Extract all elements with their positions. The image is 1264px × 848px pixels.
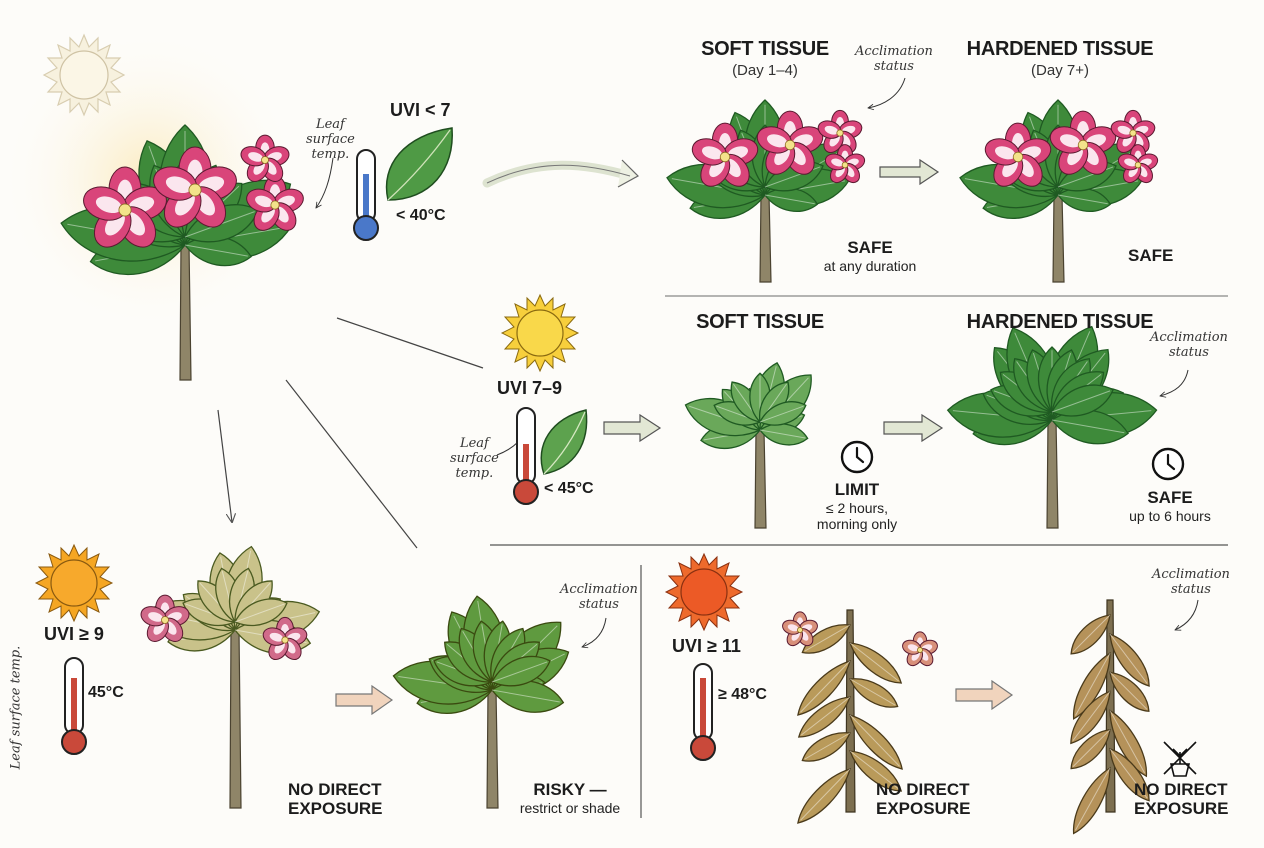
acclimation-label-low: Acclimation status [855, 44, 933, 74]
label-line: Leaf [315, 117, 345, 132]
plant-extreme-hard [1070, 599, 1150, 835]
label-line: Leaf [459, 436, 489, 451]
status-line: EXPOSURE [1134, 799, 1229, 818]
label-line: surface [450, 451, 499, 466]
flower [691, 122, 759, 187]
leaf-surface-temp-label: Leaf surface temp. [306, 117, 355, 162]
label-line: Acclimation [560, 582, 638, 597]
label-line: status [1171, 582, 1211, 597]
temp-mid-label: < 45°C [544, 480, 594, 497]
note-mid-soft: ≤ 2 hours, morning only [787, 500, 927, 532]
status-no-direct-extreme-hard: NO DIRECT EXPOSURE [1134, 780, 1228, 818]
plant-mid-hard [946, 325, 1158, 529]
flower [782, 611, 818, 647]
label-line: surface [306, 132, 355, 147]
status-line: EXPOSURE [876, 799, 971, 818]
label-line: temp. [311, 147, 350, 162]
thermometer-icon [690, 663, 716, 761]
plant-low-soft [666, 99, 866, 283]
arrow-mid-to-soft [603, 413, 662, 443]
note-mid-hard: up to 6 hours [1129, 508, 1211, 524]
note-high-hard: restrict or shade [519, 800, 621, 816]
status-no-direct-high-soft: NO DIRECT EXPOSURE [288, 780, 382, 818]
note-line: ≤ 2 hours, [825, 500, 889, 516]
label-line: status [579, 597, 619, 612]
label-line: temp. [455, 466, 494, 481]
status-limit-mid-soft: LIMIT [834, 480, 880, 499]
status-safe-low-soft: SAFE [847, 238, 893, 257]
clock-icon [840, 440, 874, 474]
label-line: Acclimation [1152, 567, 1230, 582]
plant-high-hard [392, 595, 570, 809]
label-line: status [874, 59, 914, 74]
acclimation-label-mid: Acclimation status [1150, 330, 1228, 360]
sun-icon [34, 543, 114, 623]
arrow-extreme-soft-to-hard [955, 679, 1014, 711]
hardened-tissue-subtitle-low: (Day 7+) [1031, 62, 1089, 79]
hardened-tissue-title-low: HARDENED TISSUE [966, 38, 1154, 60]
uvi-extreme-label: UVI ≥ 11 [672, 636, 741, 656]
flower [756, 110, 824, 175]
status-line: NO DIRECT [876, 780, 970, 799]
temp-high-label: 45°C [88, 684, 124, 701]
no-sun-plant-icon [1163, 741, 1197, 777]
soft-tissue-subtitle-low: (Day 1–4) [732, 62, 798, 79]
thermometer-icon [353, 149, 379, 241]
hardened-tissue-title-mid: HARDENED TISSUE [966, 311, 1154, 333]
main-plant [60, 124, 304, 381]
flower [824, 144, 866, 184]
flower [902, 631, 938, 667]
status-line: NO DIRECT [1134, 780, 1228, 799]
soft-tissue-title-low: SOFT TISSUE [701, 38, 829, 60]
flower [240, 134, 290, 182]
flower [246, 175, 304, 231]
sun-icon [42, 33, 126, 117]
label-line: Acclimation [1150, 330, 1228, 345]
flower [262, 616, 308, 661]
leaf-icon [540, 409, 588, 475]
label-line: status [1169, 345, 1209, 360]
status-line: NO DIRECT [288, 780, 382, 799]
soft-tissue-title-mid: SOFT TISSUE [696, 311, 824, 333]
plant-mid-soft [684, 362, 812, 529]
flower [1049, 110, 1117, 175]
leaf-surface-temp-label-mid: Leaf surface temp. [450, 436, 499, 481]
temp-extreme-label: ≥ 48°C [718, 686, 767, 703]
arrow-soft-to-hard-low [879, 158, 940, 186]
plant-high-soft [140, 545, 321, 809]
plant-low-hard [959, 99, 1159, 283]
label-line: Acclimation [855, 44, 933, 59]
acclimation-label-extreme: Acclimation status [1152, 567, 1230, 597]
arrow-soft-to-hard-mid [883, 413, 944, 443]
plant-extreme-soft [797, 609, 903, 824]
arrow-high-soft-to-hard [335, 684, 394, 716]
status-line: EXPOSURE [288, 799, 383, 818]
status-no-direct-extreme-soft: NO DIRECT EXPOSURE [876, 780, 970, 818]
status-safe-mid-hard: SAFE [1147, 488, 1193, 507]
thermometer-icon [513, 407, 539, 505]
leaf-surface-temp-label-high: Leaf surface temp. [8, 645, 24, 770]
status-safe-low-hard: SAFE [1128, 246, 1174, 265]
uvi-mid-label: UVI 7–9 [497, 378, 563, 398]
flower [1117, 144, 1159, 184]
sun-icon [500, 293, 580, 373]
leaf-icon [385, 127, 453, 201]
flower [83, 166, 167, 248]
flower [984, 122, 1052, 187]
flower [140, 594, 190, 642]
status-risky-high-hard: RISKY — [533, 780, 607, 799]
sun-icon [664, 552, 744, 632]
acclimation-label-high: Acclimation status [560, 582, 638, 612]
flower [153, 146, 237, 228]
thermometer-icon [61, 657, 87, 755]
clock-icon [1151, 447, 1185, 481]
temp-low-label: < 40°C [396, 207, 446, 224]
uvi-high-label: UVI ≥ 9 [44, 624, 104, 644]
uvi-low-label: UVI < 7 [390, 100, 451, 120]
note-low-soft: at any duration [823, 258, 917, 274]
note-line: morning only [816, 516, 898, 532]
